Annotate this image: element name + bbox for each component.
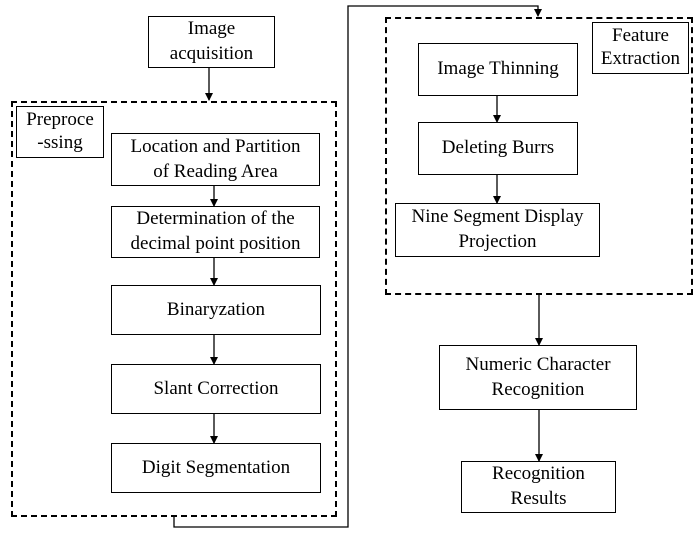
feature-extraction-group-label-text: Feature Extraction [600, 25, 681, 69]
deleting-burrs-text: Deleting Burrs [441, 137, 555, 159]
decimal-point-node: Determination of the decimal point posit… [111, 206, 320, 258]
slant-correction-text: Slant Correction [153, 377, 279, 399]
image-acquisition-node: Image acquisition [148, 16, 275, 68]
decimal-point-text: Determination of the decimal point posit… [130, 208, 301, 254]
image-thinning-node: Image Thinning [418, 43, 578, 96]
recognition-results-node: Recognition Results [461, 461, 616, 513]
binaryzation-node: Binaryzation [111, 285, 321, 335]
recognition-results-text: Recognition Results [492, 463, 585, 509]
digit-segmentation-text: Digit Segmentation [141, 456, 291, 478]
binaryzation-text: Binaryzation [166, 298, 266, 320]
connector-preprocessing-to-feature-extraction [173, 5, 542, 528]
preprocessing-group-label: Preproce -ssing [16, 106, 104, 158]
location-partition-text: Location and Partition of Reading Area [130, 135, 301, 182]
slant-correction-node: Slant Correction [111, 364, 321, 414]
numeric-recognition-text: Numeric Character Recognition [465, 353, 611, 400]
digit-segmentation-node: Digit Segmentation [111, 443, 321, 493]
location-partition-node: Location and Partition of Reading Area [111, 133, 320, 186]
nine-segment-node: Nine Segment Display Projection [395, 203, 600, 257]
preprocessing-group-label-text: Preproce -ssing [26, 109, 94, 153]
feature-extraction-group-label: Feature Extraction [592, 22, 689, 74]
numeric-recognition-node: Numeric Character Recognition [439, 345, 637, 410]
deleting-burrs-node: Deleting Burrs [418, 122, 578, 175]
preprocessing-group [11, 101, 337, 517]
image-thinning-text: Image Thinning [437, 58, 559, 80]
image-acquisition-text: Image acquisition [169, 18, 254, 64]
nine-segment-text: Nine Segment Display Projection [411, 206, 584, 252]
feature-extraction-group [385, 17, 693, 295]
